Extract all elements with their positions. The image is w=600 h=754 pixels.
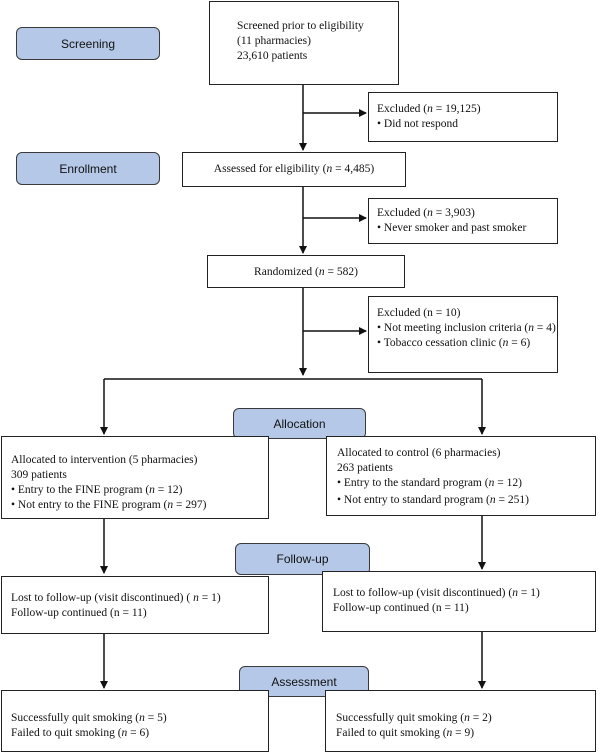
excluded-2-title: Excluded (n = 3,903) bbox=[377, 207, 475, 219]
intervention-patients: 309 patients bbox=[11, 469, 67, 481]
assessment-left-quit: Successfully quit smoking (n = 5) bbox=[11, 712, 167, 724]
excluded-box-2: Excluded (n = 3,903) • Never smoker and … bbox=[368, 198, 558, 244]
control-not-entry: • Not entry to standard program (n = 251… bbox=[337, 494, 529, 506]
intervention-title: Allocated to intervention (5 pharmacies) bbox=[11, 454, 198, 466]
assessed-text: Assessed for eligibility (n = 4,485) bbox=[213, 163, 375, 175]
stage-screening: Screening bbox=[16, 27, 160, 60]
stage-assessment-label: Assessment bbox=[271, 674, 337, 689]
followup-left-box: Lost to follow-up (visit discontinued) (… bbox=[1, 576, 269, 634]
control-entry: • Entry to the standard program (n = 12) bbox=[337, 477, 522, 489]
intervention-box: Allocated to intervention (5 pharmacies)… bbox=[1, 436, 269, 519]
stage-follow-up-label: Follow-up bbox=[276, 552, 329, 566]
stage-allocation-label: Allocation bbox=[273, 416, 326, 431]
assessment-right-failed: Failed to quit smoking (n = 9) bbox=[336, 727, 475, 739]
screened-patients: 23,610 patients bbox=[237, 50, 308, 62]
followup-right-box: Lost to follow-up (visit discontinued) (… bbox=[322, 571, 596, 632]
excluded-3-title: Excluded (n = 10) bbox=[377, 307, 461, 319]
excluded-3-reason-2: • Tobacco cessation clinic (n = 6) bbox=[377, 337, 531, 349]
followup-left-continued: Follow-up continued (n = 11) bbox=[11, 607, 147, 619]
assessment-left-box: Successfully quit smoking (n = 5) Failed… bbox=[1, 690, 269, 752]
screened-pharmacies: (11 pharmacies) bbox=[237, 35, 311, 47]
control-patients: 263 patients bbox=[337, 462, 393, 474]
screened-box: Screened prior to eligibility (11 pharma… bbox=[209, 1, 399, 85]
followup-right-continued: Follow-up continued (n = 11) bbox=[333, 602, 469, 614]
intervention-entry: • Entry to the FINE program (n = 12) bbox=[11, 484, 183, 496]
intervention-not-entry: • Not entry to the FINE program (n = 297… bbox=[11, 499, 207, 511]
excluded-2-reason: • Never smoker and past smoker bbox=[377, 222, 527, 234]
stage-screening-label: Screening bbox=[60, 36, 116, 51]
control-box: Allocated to control (6 pharmacies) 263 … bbox=[326, 436, 596, 516]
screened-title: Screened prior to eligibility bbox=[237, 20, 364, 32]
followup-left-lost: Lost to follow-up (visit discontinued) (… bbox=[11, 592, 221, 604]
excluded-box-1: Excluded (n = 19,125) • Did not respond bbox=[368, 92, 558, 142]
randomized-text: Randomized (n = 582) bbox=[254, 266, 358, 278]
control-title: Allocated to control (6 pharmacies) bbox=[337, 447, 501, 459]
stage-enrollment: Enrollment bbox=[16, 152, 160, 185]
assessment-right-box: Successfully quit smoking (n = 2) Failed… bbox=[325, 690, 596, 752]
excluded-3-reason-1: • Not meeting inclusion criteria (n = 4) bbox=[377, 322, 556, 334]
excluded-1-reason: • Did not respond bbox=[377, 118, 459, 130]
randomized-box: Randomized (n = 582) bbox=[207, 255, 405, 288]
excluded-1-title: Excluded (n = 19,125) bbox=[377, 103, 481, 115]
assessment-left-failed: Failed to quit smoking (n = 6) bbox=[11, 727, 150, 739]
stage-follow-up: Follow-up bbox=[235, 543, 370, 575]
followup-right-lost: Lost to follow-up (visit discontinued) (… bbox=[333, 587, 540, 599]
assessment-right-quit: Successfully quit smoking (n = 2) bbox=[336, 712, 492, 724]
assessed-box: Assessed for eligibility (n = 4,485) bbox=[182, 152, 406, 187]
stage-enrollment-label: Enrollment bbox=[59, 161, 117, 176]
excluded-box-3: Excluded (n = 10) • Not meeting inclusio… bbox=[368, 296, 558, 373]
stage-allocation: Allocation bbox=[233, 408, 366, 439]
